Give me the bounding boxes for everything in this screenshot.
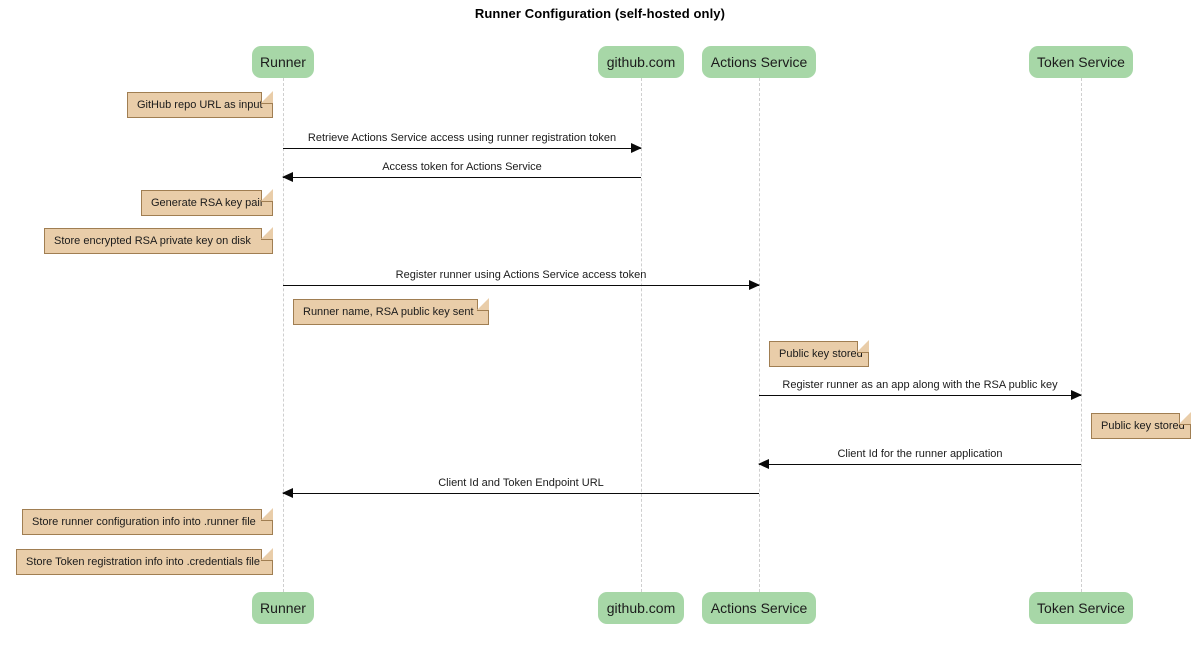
- message-line: [283, 148, 641, 149]
- message-label: Client Id for the runner application: [837, 448, 1003, 460]
- note-fold-corner-icon: [261, 91, 273, 104]
- message-line: [283, 493, 759, 494]
- participant-label: github.com: [606, 54, 676, 70]
- lifeline-github: [641, 78, 642, 592]
- message-label: Register runner using Actions Service ac…: [395, 269, 647, 281]
- note-text: Public key stored: [779, 348, 863, 360]
- participant-label: Runner: [260, 54, 306, 70]
- note-store-runner-file[interactable]: Store runner configuration info into .ru…: [22, 508, 273, 535]
- participant-label: github.com: [606, 600, 676, 616]
- message-line: [759, 395, 1081, 396]
- participant-label: Token Service: [1037, 54, 1125, 70]
- message-line: [759, 464, 1081, 465]
- message-line: [283, 177, 641, 178]
- note-text: Public key stored: [1101, 420, 1185, 432]
- lifeline-actions: [759, 78, 760, 592]
- note-text: Runner name, RSA public key sent: [303, 306, 474, 318]
- participant-actions-top[interactable]: Actions Service: [702, 46, 816, 78]
- arrow-head-left-icon: [282, 172, 293, 182]
- arrow-head-right-icon: [631, 143, 642, 153]
- arrow-head-right-icon: [749, 280, 760, 290]
- message-line: [283, 285, 759, 286]
- note-text: Store runner configuration info into .ru…: [32, 516, 256, 528]
- participant-runner-top[interactable]: Runner: [252, 46, 314, 78]
- note-fold-corner-icon: [1179, 412, 1191, 425]
- note-pubkey-actions[interactable]: Public key stored: [769, 340, 869, 367]
- page-title: Runner Configuration (self-hosted only): [474, 6, 726, 21]
- note-store-credentials-file[interactable]: Store Token registration info into .cred…: [16, 548, 273, 575]
- participant-github-top[interactable]: github.com: [598, 46, 684, 78]
- note-fold-corner-icon: [261, 548, 273, 561]
- message-label: Client Id and Token Endpoint URL: [438, 477, 604, 489]
- note-fold-corner-icon: [477, 298, 489, 311]
- lifeline-token: [1081, 78, 1082, 592]
- participant-runner-bottom[interactable]: Runner: [252, 592, 314, 624]
- lifeline-runner: [283, 78, 284, 592]
- participant-actions-bottom[interactable]: Actions Service: [702, 592, 816, 624]
- note-text: Store encrypted RSA private key on disk: [54, 235, 251, 247]
- note-generate-rsa[interactable]: Generate RSA key pair: [141, 189, 273, 216]
- message-label: Access token for Actions Service: [382, 161, 542, 173]
- note-repo-url[interactable]: GitHub repo URL as input: [127, 91, 273, 118]
- message-label: Register runner as an app along with the…: [782, 379, 1058, 391]
- note-pubkey-token[interactable]: Public key stored: [1091, 412, 1191, 439]
- note-fold-corner-icon: [261, 227, 273, 240]
- note-text: Generate RSA key pair: [151, 197, 264, 209]
- arrow-head-left-icon: [758, 459, 769, 469]
- note-runner-name[interactable]: Runner name, RSA public key sent: [293, 298, 489, 325]
- note-fold-corner-icon: [261, 508, 273, 521]
- participant-github-bottom[interactable]: github.com: [598, 592, 684, 624]
- participant-label: Actions Service: [710, 54, 808, 70]
- participant-label: Token Service: [1037, 600, 1125, 616]
- note-text: GitHub repo URL as input: [137, 99, 263, 111]
- participant-label: Actions Service: [710, 600, 808, 616]
- message-label: Retrieve Actions Service access using ru…: [307, 132, 617, 144]
- note-text: Store Token registration info into .cred…: [26, 556, 260, 568]
- note-fold-corner-icon: [857, 340, 869, 353]
- participant-label: Runner: [260, 600, 306, 616]
- note-store-private[interactable]: Store encrypted RSA private key on disk: [44, 227, 273, 254]
- arrow-head-right-icon: [1071, 390, 1082, 400]
- participant-token-top[interactable]: Token Service: [1029, 46, 1133, 78]
- note-fold-corner-icon: [261, 189, 273, 202]
- arrow-head-left-icon: [282, 488, 293, 498]
- participant-token-bottom[interactable]: Token Service: [1029, 592, 1133, 624]
